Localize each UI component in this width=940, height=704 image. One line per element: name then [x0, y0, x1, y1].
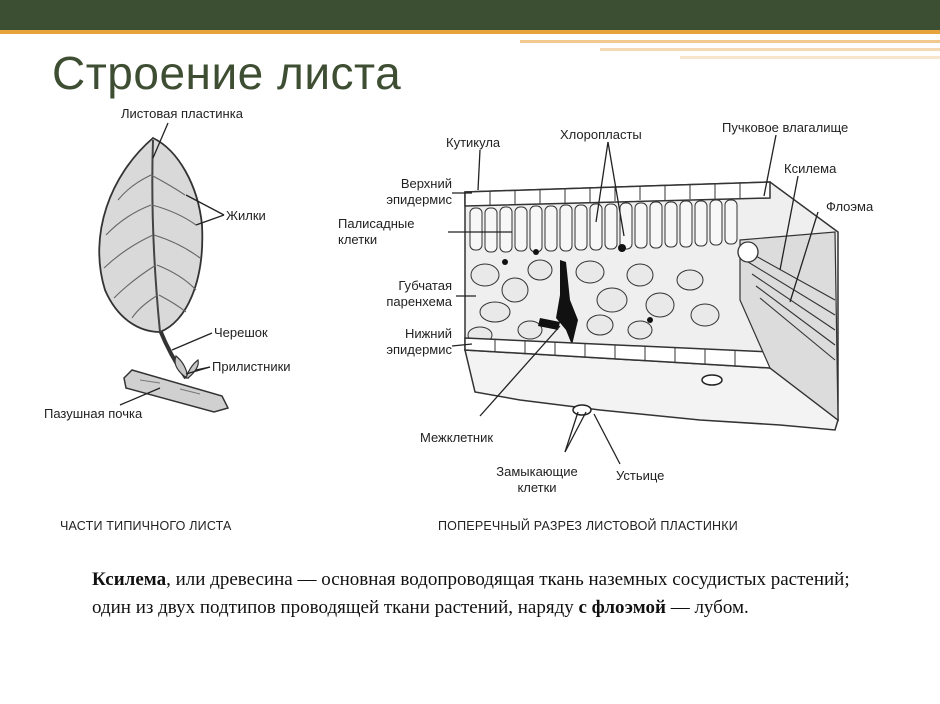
term-xylem: Ксилема [92, 569, 167, 590]
label-lower-epidermis: Нижний эпидермис [386, 326, 452, 357]
label-petiole: Черешок [214, 325, 268, 340]
label-palisade: Палисадные клетки [338, 216, 415, 247]
leaf-illustration [98, 122, 230, 413]
decor-stripe [680, 56, 940, 59]
header-accent-line [0, 30, 940, 34]
label-phloem: Флоэма [826, 199, 874, 214]
label-stipules: Прилистники [212, 359, 291, 374]
label-xylem: Ксилема [784, 161, 837, 176]
caption-cross-section: ПОПЕРЕЧНЫЙ РАЗРЕЗ ЛИСТОВОЙ ПЛАСТИНКИ [438, 519, 738, 533]
label-veins: Жилки [226, 208, 266, 223]
label-stoma: Устьице [616, 468, 665, 483]
decor-stripe [520, 40, 940, 43]
cross-section-illustration [448, 134, 839, 465]
label-intercellular: Межклетник [420, 430, 494, 445]
label-spongy: Губчатая паренхема [386, 278, 452, 309]
label-guard-cells: Замыкающие клетки [496, 464, 578, 495]
label-chloroplasts: Хлоропласты [560, 127, 642, 142]
label-cuticle: Кутикула [446, 135, 501, 150]
label-leaf-blade: Листовая пластинка [121, 106, 243, 121]
label-upper-epidermis: Верхний эпидермис [386, 176, 452, 207]
decor-stripe [600, 48, 940, 51]
slide-title: Строение листа [52, 47, 402, 99]
term-phloem: с флоэмой [578, 597, 666, 618]
caption-leaf-parts: ЧАСТИ ТИПИЧНОГО ЛИСТА [60, 519, 232, 533]
header-bar [0, 0, 940, 30]
label-axillary-bud: Пазушная почка [44, 406, 143, 421]
description-paragraph: Ксилема, или древесина — основная водопр… [92, 569, 850, 618]
label-bundle-sheath: Пучковое влагалище [722, 120, 849, 135]
